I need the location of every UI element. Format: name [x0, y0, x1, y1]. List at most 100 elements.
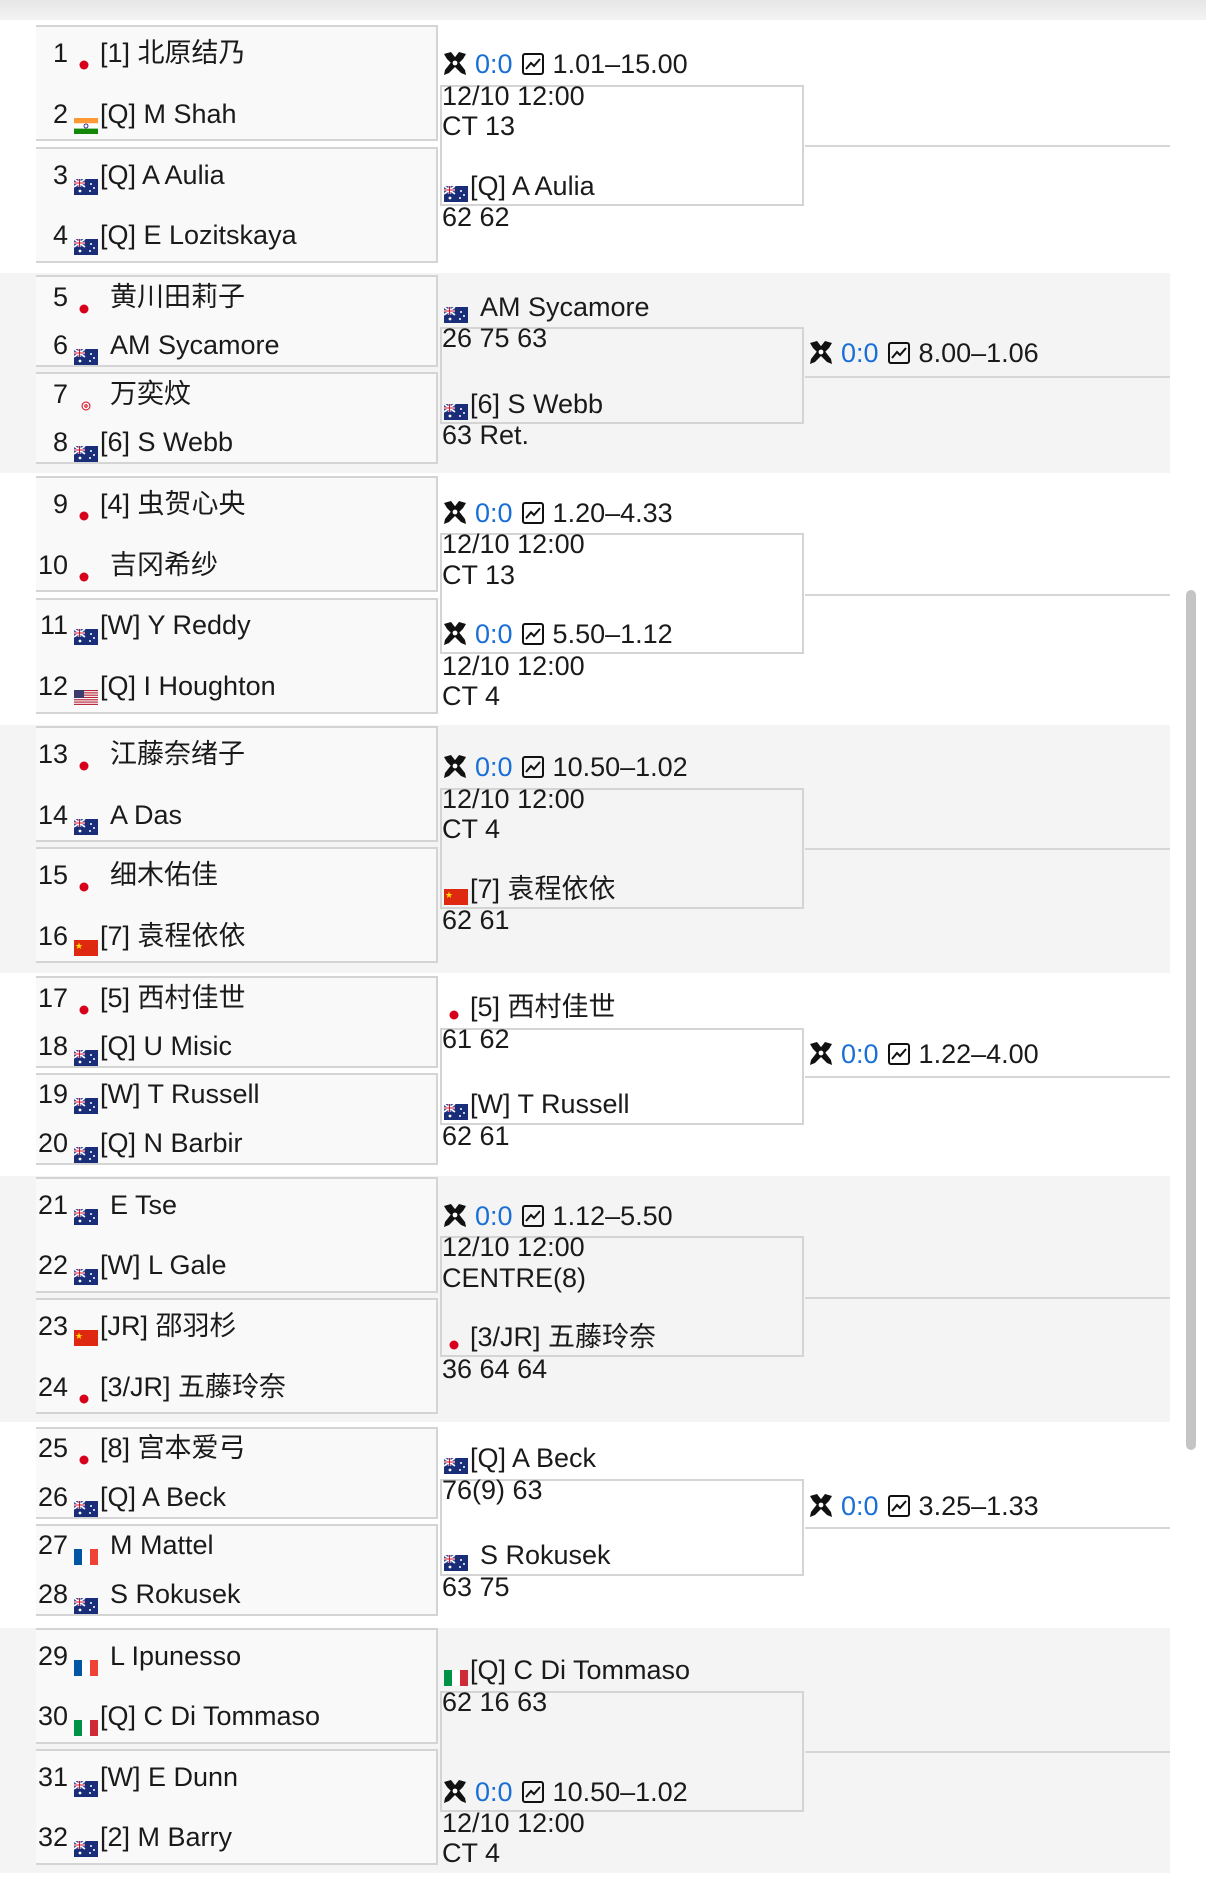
- player-row[interactable]: 17[5] 西村佳世: [36, 978, 246, 1018]
- player-row[interactable]: 20[Q] N Barbir: [36, 1123, 243, 1163]
- player-name[interactable]: [2] M Barry: [100, 1822, 233, 1852]
- player-name[interactable]: [3/JR] 五藤玲奈: [100, 1372, 287, 1402]
- player-name[interactable]: A Das: [110, 800, 183, 830]
- player-name[interactable]: [6] S Webb: [100, 427, 234, 457]
- player-name[interactable]: L Ipunesso: [110, 1641, 242, 1671]
- player-name[interactable]: [Q] A Aulia: [100, 160, 225, 190]
- odds-chart-icon[interactable]: [887, 1041, 911, 1065]
- player-name[interactable]: [W] Y Reddy: [100, 610, 251, 640]
- player-row[interactable]: 31[W] E Dunn: [36, 1757, 238, 1797]
- player-name[interactable]: [8] 宫本爱弓: [100, 1433, 246, 1463]
- winner-name[interactable]: S Rokusek: [480, 1540, 611, 1570]
- player-name[interactable]: [7] 袁程依依: [100, 921, 246, 951]
- player-row[interactable]: 11[W] Y Reddy: [36, 605, 251, 645]
- player-name[interactable]: [Q] U Misic: [100, 1031, 232, 1061]
- player-name[interactable]: 万奕炆: [110, 379, 191, 409]
- player-row[interactable]: 1[1] 北原结乃: [36, 33, 246, 73]
- player-row[interactable]: 18[Q] U Misic: [36, 1026, 232, 1066]
- player-name[interactable]: E Tse: [110, 1190, 178, 1220]
- live-score-link[interactable]: 0:0: [841, 338, 879, 368]
- player-name[interactable]: [Q] I Houghton: [100, 671, 276, 701]
- match-winner[interactable]: [3/JR] 五藤玲奈: [444, 1321, 656, 1353]
- match-winner[interactable]: [5] 西村佳世: [444, 991, 616, 1023]
- player-name[interactable]: [5] 西村佳世: [100, 983, 246, 1013]
- winner-name[interactable]: [6] S Webb: [470, 389, 604, 419]
- winner-name[interactable]: [7] 袁程依依: [470, 874, 616, 904]
- player-row[interactable]: 12[Q] I Houghton: [36, 666, 276, 706]
- odds-chart-icon[interactable]: [521, 51, 545, 75]
- player-row[interactable]: 8[6] S Webb: [36, 422, 233, 462]
- player-name[interactable]: 黄川田莉子: [110, 282, 245, 312]
- player-name[interactable]: [Q] N Barbir: [100, 1128, 243, 1158]
- live-score-link[interactable]: 0:0: [475, 752, 513, 782]
- match-winner[interactable]: [W] T Russell: [443, 1088, 630, 1120]
- player-row[interactable]: 3[Q] A Aulia: [36, 155, 225, 195]
- player-name[interactable]: [1] 北原结乃: [100, 38, 246, 68]
- player-row[interactable]: 30[Q] C Di Tommaso: [36, 1696, 320, 1736]
- winner-name[interactable]: [W] T Russell: [470, 1089, 630, 1119]
- player-name[interactable]: [Q] C Di Tommaso: [100, 1701, 321, 1731]
- odds-chart-icon[interactable]: [521, 500, 545, 524]
- player-row[interactable]: 26[Q] A Beck: [36, 1477, 226, 1517]
- live-score-link[interactable]: 0:0: [841, 1491, 879, 1521]
- odds-chart-icon[interactable]: [521, 1203, 545, 1227]
- player-name[interactable]: [W] T Russell: [100, 1079, 260, 1109]
- match-winner[interactable]: AM Sycamore: [443, 291, 650, 323]
- live-score-link[interactable]: 0:0: [475, 619, 513, 649]
- odds-chart-icon[interactable]: [521, 621, 545, 645]
- player-row[interactable]: 9[4] 虫贺心央: [36, 484, 246, 524]
- live-score-link[interactable]: 0:0: [475, 1201, 513, 1231]
- winner-name[interactable]: [Q] A Aulia: [470, 171, 595, 201]
- match-winner[interactable]: [7] 袁程依依: [444, 873, 616, 905]
- scrollbar[interactable]: [1186, 590, 1196, 1450]
- odds-chart-icon[interactable]: [521, 1779, 545, 1803]
- winner-name[interactable]: [Q] C Di Tommaso: [470, 1655, 691, 1685]
- player-name[interactable]: S Rokusek: [110, 1579, 241, 1609]
- player-name[interactable]: [W] L Gale: [100, 1250, 227, 1280]
- live-score-link[interactable]: 0:0: [475, 1777, 513, 1807]
- odds-chart-icon[interactable]: [521, 754, 545, 778]
- match-winner[interactable]: [Q] A Aulia: [443, 170, 595, 202]
- player-name[interactable]: [JR] 邵羽杉: [100, 1311, 237, 1341]
- player-row[interactable]: 2[Q] M Shah: [36, 94, 237, 134]
- winner-name[interactable]: [Q] A Beck: [470, 1443, 597, 1473]
- player-row[interactable]: 4[Q] E Lozitskaya: [36, 215, 297, 255]
- player-name[interactable]: [W] E Dunn: [100, 1762, 239, 1792]
- live-score-link[interactable]: 0:0: [475, 498, 513, 528]
- winner-name[interactable]: [5] 西村佳世: [470, 992, 616, 1022]
- player-row[interactable]: 25[8] 宫本爱弓: [36, 1428, 246, 1468]
- player-row[interactable]: 32[2] M Barry: [36, 1817, 232, 1857]
- odds-chart-icon[interactable]: [887, 340, 911, 364]
- winner-name[interactable]: [3/JR] 五藤玲奈: [470, 1322, 657, 1352]
- player-name[interactable]: [Q] M Shah: [100, 99, 237, 129]
- match-winner[interactable]: [Q] A Beck: [443, 1442, 597, 1474]
- player-name[interactable]: [4] 虫贺心央: [100, 489, 246, 519]
- match-winner[interactable]: [6] S Webb: [443, 388, 604, 420]
- odds-chart-icon[interactable]: [887, 1493, 911, 1517]
- player-row[interactable]: 23[JR] 邵羽杉: [36, 1306, 237, 1346]
- match-winner[interactable]: S Rokusek: [443, 1539, 611, 1571]
- player-row[interactable]: 16[7] 袁程依依: [36, 916, 246, 956]
- player-name[interactable]: [Q] A Beck: [100, 1482, 227, 1512]
- player-name[interactable]: AM Sycamore: [110, 330, 280, 360]
- player-name[interactable]: 江藤奈绪子: [110, 739, 245, 769]
- player-name[interactable]: [Q] E Lozitskaya: [100, 220, 297, 250]
- player-row[interactable]: 24[3/JR] 五藤玲奈: [36, 1367, 286, 1407]
